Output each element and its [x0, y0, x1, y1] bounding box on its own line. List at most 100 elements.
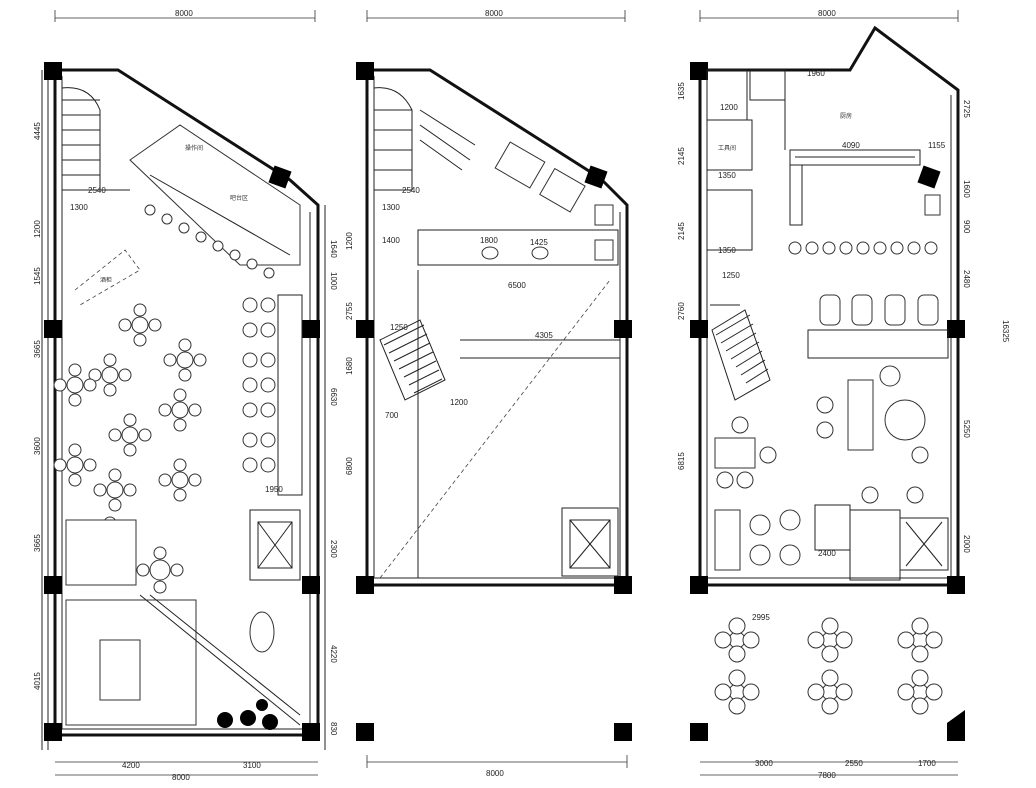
chair	[158, 403, 172, 417]
chair	[108, 468, 122, 482]
plan3-inner-dim: 2400	[818, 549, 836, 558]
chair	[906, 486, 924, 504]
chair	[816, 421, 834, 439]
outdoor-chair	[911, 645, 929, 663]
plan1-left-dim: 4015	[33, 672, 42, 690]
floor-plan-1: 8000 操作间 吧台区 酒柜	[33, 9, 338, 782]
chair	[884, 294, 906, 326]
chair	[108, 498, 122, 512]
stair-step	[715, 314, 751, 336]
floor-plan-3: 8000 工具间 厨房	[677, 9, 1010, 780]
stair-step	[383, 324, 425, 346]
plan3-right-dim: 16325	[1001, 320, 1010, 343]
stair-step	[725, 332, 757, 352]
plan1-left-dim: 3665	[33, 340, 42, 358]
bar-stool	[856, 241, 870, 255]
round-table	[121, 426, 139, 444]
chair	[53, 458, 67, 472]
plan3-room-label: 厨房	[840, 112, 852, 120]
chair	[242, 377, 258, 393]
plan2-inner-dim: 1250	[390, 323, 408, 332]
plan3-right-dim: 5250	[962, 420, 971, 438]
outdoor-chair	[807, 683, 825, 701]
round-table	[101, 366, 119, 384]
plan3-right-dim: 900	[962, 220, 971, 234]
round-table	[171, 471, 189, 489]
chair	[819, 294, 841, 326]
outdoor-chair	[728, 617, 746, 635]
chair	[148, 318, 162, 332]
outdoor-chair	[821, 645, 839, 663]
chair	[242, 402, 258, 418]
chair	[118, 318, 132, 332]
plan1-room-label: 酒柜	[100, 276, 112, 284]
plan1-inner-dim: 1300	[70, 203, 88, 212]
chair	[83, 458, 97, 472]
outdoor-chair	[835, 631, 853, 649]
chair	[68, 443, 82, 457]
chair	[158, 473, 172, 487]
chair	[917, 294, 939, 326]
bar-stool	[195, 231, 207, 243]
outdoor-chair	[821, 697, 839, 715]
chair	[173, 458, 187, 472]
chair	[260, 377, 276, 393]
floor-plan-2: 8000	[345, 9, 632, 778]
bar-stool	[178, 222, 190, 234]
chair	[138, 428, 152, 442]
chair	[68, 393, 82, 407]
plan3-right-dim: 2000	[962, 535, 971, 553]
chair	[242, 322, 258, 338]
stair-step	[740, 359, 766, 376]
chair	[731, 416, 749, 434]
outdoor-chair	[911, 669, 929, 687]
plan2-top-dim: 8000	[485, 9, 503, 18]
stair-step	[388, 333, 428, 354]
chair	[103, 353, 117, 367]
stair-step	[413, 378, 443, 394]
round-table	[131, 316, 149, 334]
outdoor-chair	[897, 631, 915, 649]
stair-step	[398, 351, 434, 370]
bar-stool	[873, 241, 887, 255]
plan1-bottom-dim: 3100	[243, 761, 261, 770]
chair	[153, 546, 167, 560]
plan1-left-dim: 1200	[33, 220, 42, 238]
plan3-left-dim: 6815	[677, 452, 686, 470]
bar-stool	[788, 241, 802, 255]
chair	[260, 352, 276, 368]
chair	[173, 388, 187, 402]
stair-step	[730, 341, 760, 360]
plan1-inner-dim: 1950	[265, 485, 283, 494]
plan2-right-dim: 6500	[508, 281, 526, 290]
plan3-right-dim: 1600	[962, 180, 971, 198]
plan2-left-dim: 6800	[345, 457, 354, 475]
plan3-bottom-dim: 7800	[818, 771, 836, 780]
plan3-bottom-dim: 1700	[918, 759, 936, 768]
plan1-right-dim: 6630	[329, 388, 338, 406]
plan1-inner-dim: 2540	[88, 186, 106, 195]
chair	[188, 473, 202, 487]
plan2-inner-dim: 1800	[480, 236, 498, 245]
outdoor-chair	[714, 683, 732, 701]
chair	[68, 473, 82, 487]
bar-stool	[212, 240, 224, 252]
outdoor-chair	[821, 617, 839, 635]
chair	[716, 471, 734, 489]
plan3-inner-dim: 2995	[752, 613, 770, 622]
bar-stool	[229, 249, 241, 261]
chair	[260, 457, 276, 473]
chair	[188, 403, 202, 417]
outdoor-chair	[911, 697, 929, 715]
round-table	[66, 456, 84, 474]
plan1-right-dim: 1000	[329, 272, 338, 290]
chair	[260, 402, 276, 418]
bar-stool	[890, 241, 904, 255]
chair	[911, 446, 929, 464]
round-table	[106, 481, 124, 499]
round-table	[149, 559, 171, 581]
chair	[861, 486, 879, 504]
outdoor-chair	[714, 631, 732, 649]
plan3-right-dim: 2725	[962, 100, 971, 118]
